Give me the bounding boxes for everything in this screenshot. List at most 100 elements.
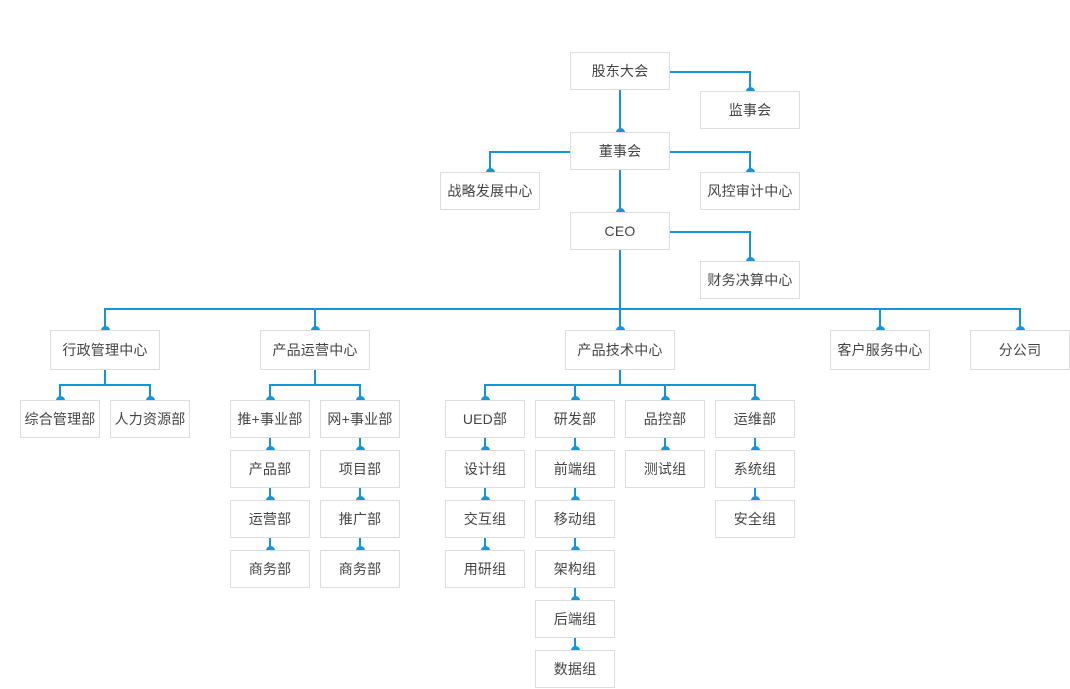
org-node-label: 系统组 bbox=[733, 461, 777, 477]
org-node-mobile_team[interactable]: 移动组 bbox=[535, 500, 615, 538]
edge-drop-devops bbox=[754, 384, 756, 400]
edge-product_dept-ops_dept bbox=[269, 488, 271, 500]
bus-trunk-admin-bus bbox=[104, 370, 106, 385]
org-node-interact_team[interactable]: 交互组 bbox=[445, 500, 525, 538]
org-node-promo_dept[interactable]: 推广部 bbox=[320, 500, 400, 538]
org-node-test_team[interactable]: 测试组 bbox=[625, 450, 705, 488]
org-node-custservice[interactable]: 客户服务中心 bbox=[830, 330, 930, 370]
org-node-label: 后端组 bbox=[553, 611, 597, 627]
edge-drop-riskaudit bbox=[749, 151, 751, 172]
edge-shareholders-board bbox=[619, 90, 621, 132]
org-node-label: 前端组 bbox=[553, 461, 597, 477]
edge-drop-qc bbox=[664, 384, 666, 400]
edge-ceo-finance bbox=[670, 231, 750, 233]
org-node-tui_bu[interactable]: 推+事业部 bbox=[230, 400, 310, 438]
org-node-hr[interactable]: 人力资源部 bbox=[110, 400, 190, 438]
org-node-shareholders[interactable]: 股东大会 bbox=[570, 52, 670, 90]
org-node-label: 移动组 bbox=[553, 511, 597, 527]
org-node-label: CEO bbox=[604, 223, 636, 239]
org-node-label: 风控审计中心 bbox=[707, 183, 793, 199]
org-node-rnd[interactable]: 研发部 bbox=[535, 400, 615, 438]
edge-rnd-frontend_team bbox=[574, 438, 576, 450]
edge-design_team-interact_team bbox=[484, 488, 486, 500]
org-node-label: 推+事业部 bbox=[237, 411, 303, 427]
org-node-label: 监事会 bbox=[728, 102, 772, 118]
edge-wang_bu-project_dept bbox=[359, 438, 361, 450]
org-node-label: 产品运营中心 bbox=[272, 342, 358, 358]
org-node-ops_dept[interactable]: 运营部 bbox=[230, 500, 310, 538]
edge-drop-strategy bbox=[489, 151, 491, 172]
org-node-finance[interactable]: 财务决算中心 bbox=[700, 261, 800, 299]
edge-tui_bu-product_dept bbox=[269, 438, 271, 450]
org-node-supervisors[interactable]: 监事会 bbox=[700, 91, 800, 129]
bus-rail-admin-bus bbox=[60, 384, 150, 386]
edge-drop-rnd bbox=[574, 384, 576, 400]
org-node-design_team[interactable]: 设计组 bbox=[445, 450, 525, 488]
edge-drop-custservice bbox=[879, 308, 881, 330]
edge-drop-admin bbox=[104, 308, 106, 330]
org-node-label: 设计组 bbox=[463, 461, 507, 477]
org-node-branch[interactable]: 分公司 bbox=[970, 330, 1070, 370]
edge-drop-hr bbox=[149, 384, 151, 400]
org-node-label: 产品技术中心 bbox=[577, 342, 663, 358]
org-node-label: 战略发展中心 bbox=[447, 183, 533, 199]
org-node-label: 项目部 bbox=[338, 461, 382, 477]
org-node-qc[interactable]: 品控部 bbox=[625, 400, 705, 438]
bus-trunk-prodops-bus bbox=[314, 370, 316, 385]
org-node-label: 数据组 bbox=[553, 661, 597, 677]
org-node-backend_team[interactable]: 后端组 bbox=[535, 600, 615, 638]
edge-drop-prodops bbox=[314, 308, 316, 330]
org-node-label: 研发部 bbox=[553, 411, 597, 427]
org-node-label: 网+事业部 bbox=[327, 411, 393, 427]
edge-board-strategy bbox=[490, 151, 570, 153]
org-node-riskaudit[interactable]: 风控审计中心 bbox=[700, 172, 800, 210]
org-node-prodtech[interactable]: 产品技术中心 bbox=[565, 330, 675, 370]
org-node-arch_team[interactable]: 架构组 bbox=[535, 550, 615, 588]
edge-drop-prodtech bbox=[619, 308, 621, 330]
org-node-research_team[interactable]: 用研组 bbox=[445, 550, 525, 588]
org-node-label: 运营部 bbox=[248, 511, 292, 527]
bus-rail-ceo-bus bbox=[105, 308, 1020, 310]
org-node-label: 行政管理中心 bbox=[62, 342, 148, 358]
edge-qc-test_team bbox=[664, 438, 666, 450]
org-node-label: 分公司 bbox=[998, 342, 1042, 358]
org-node-ceo[interactable]: CEO bbox=[570, 212, 670, 250]
org-node-data_team[interactable]: 数据组 bbox=[535, 650, 615, 688]
org-node-security_team[interactable]: 安全组 bbox=[715, 500, 795, 538]
org-node-label: 产品部 bbox=[248, 461, 292, 477]
org-node-board[interactable]: 董事会 bbox=[570, 132, 670, 170]
edge-mobile_team-arch_team bbox=[574, 538, 576, 550]
org-node-project_dept[interactable]: 项目部 bbox=[320, 450, 400, 488]
org-node-label: 安全组 bbox=[733, 511, 777, 527]
bus-trunk-prodtech-bus bbox=[619, 370, 621, 385]
edge-arch_team-backend_team bbox=[574, 588, 576, 600]
org-node-strategy[interactable]: 战略发展中心 bbox=[440, 172, 540, 210]
org-node-label: 商务部 bbox=[338, 561, 382, 577]
edge-drop-general_mgmt bbox=[59, 384, 61, 400]
org-node-product_dept[interactable]: 产品部 bbox=[230, 450, 310, 488]
edge-drop-branch bbox=[1019, 308, 1021, 330]
edge-shareholders-supervisors bbox=[670, 71, 750, 73]
org-node-admin[interactable]: 行政管理中心 bbox=[50, 330, 160, 370]
org-node-label: 股东大会 bbox=[591, 63, 649, 79]
org-node-devops[interactable]: 运维部 bbox=[715, 400, 795, 438]
org-node-ued[interactable]: UED部 bbox=[445, 400, 525, 438]
org-node-frontend_team[interactable]: 前端组 bbox=[535, 450, 615, 488]
org-node-label: 综合管理部 bbox=[24, 411, 96, 427]
org-node-system_team[interactable]: 系统组 bbox=[715, 450, 795, 488]
edge-ops_dept-biz_dept_1 bbox=[269, 538, 271, 550]
org-node-prodops[interactable]: 产品运营中心 bbox=[260, 330, 370, 370]
org-node-general_mgmt[interactable]: 综合管理部 bbox=[20, 400, 100, 438]
org-node-wang_bu[interactable]: 网+事业部 bbox=[320, 400, 400, 438]
edge-drop-finance bbox=[749, 231, 751, 261]
edge-devops-system_team bbox=[754, 438, 756, 450]
bus-rail-prodtech-bus bbox=[485, 384, 755, 386]
org-node-biz_dept_1[interactable]: 商务部 bbox=[230, 550, 310, 588]
edge-system_team-security_team bbox=[754, 488, 756, 500]
org-node-biz_dept_2[interactable]: 商务部 bbox=[320, 550, 400, 588]
edge-drop-ued bbox=[484, 384, 486, 400]
edge-frontend_team-mobile_team bbox=[574, 488, 576, 500]
org-node-label: 客户服务中心 bbox=[837, 342, 923, 358]
